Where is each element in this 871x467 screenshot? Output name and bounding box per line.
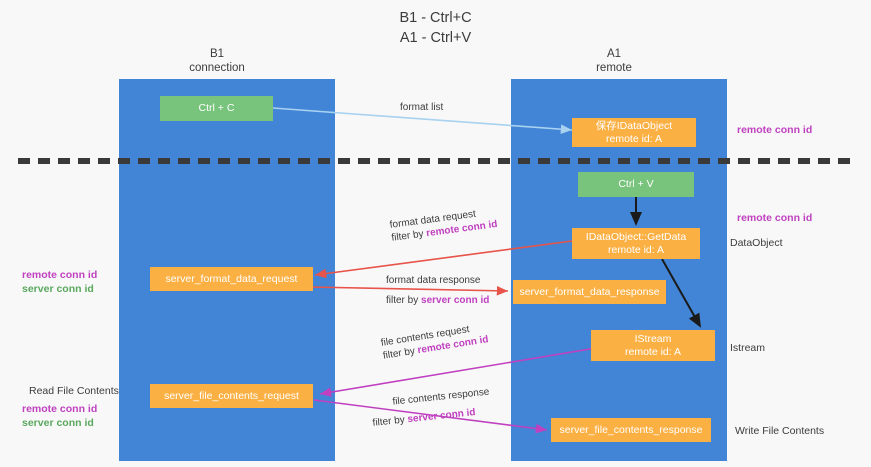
page-title: B1 - Ctrl+C A1 - Ctrl+V	[0, 8, 871, 48]
filter-prefix: filter by	[386, 295, 422, 306]
edge-label-file-contents-response: file contents response filter by server …	[370, 386, 492, 430]
node-save-idataobject[interactable]: 保存IDataObject remote id: A	[572, 118, 696, 147]
edge-label-file-contents-response-filter: filter by server conn id	[372, 404, 492, 429]
node-istream-line1: IStream	[634, 332, 672, 345]
edge-label-format-list: format list	[400, 101, 443, 114]
edge-label-format-data-response-filter: filter by server conn id	[386, 294, 489, 307]
annotation-dataobject: DataObject	[730, 237, 783, 249]
filter-prefix: filter by	[382, 345, 419, 362]
node-server-file-contents-request[interactable]: server_file_contents_request	[150, 384, 313, 408]
column-header-b1-name: B1	[209, 48, 225, 60]
annotation-istream: Istream	[730, 342, 766, 354]
filter-key-server-conn-id: server conn id	[406, 407, 477, 426]
node-idataobject-getdata-line1: IDataObject::GetData	[585, 230, 687, 243]
edge-label-format-data-response: format data response filter by server co…	[386, 274, 489, 307]
node-server-file-contents-request-label: server_file_contents_request	[164, 389, 299, 402]
node-ctrl-v[interactable]: Ctrl + V	[578, 172, 694, 197]
node-idataobject-getdata-line2: remote id: A	[607, 243, 665, 256]
node-idataobject-getdata[interactable]: IDataObject::GetData remote id: A	[572, 228, 700, 259]
title-line-1: B1 - Ctrl+C	[399, 10, 472, 26]
edge-label-format-data-response-text: format data response	[386, 275, 481, 286]
annotation-remote-conn-id-mid: remote conn id	[737, 212, 813, 224]
column-header-b1-sub: connection	[189, 62, 245, 74]
column-header-a1-name: A1	[606, 48, 622, 60]
edge-label-format-list-text: format list	[400, 102, 444, 113]
node-server-format-data-response[interactable]: server_format_data_response	[513, 280, 666, 304]
node-istream[interactable]: IStream remote id: A	[591, 330, 715, 361]
annotation-read-file-contents: Read File Contents	[29, 385, 119, 397]
column-header-a1-sub: remote	[596, 62, 632, 74]
node-server-file-contents-response-label: server_file_contents_response	[559, 423, 703, 436]
title-line-2: A1 - Ctrl+V	[399, 30, 472, 46]
annotation-write-file-contents: Write File Contents	[735, 425, 825, 437]
node-server-file-contents-response[interactable]: server_file_contents_response	[551, 418, 711, 442]
annotation-remote-conn-id-top: remote conn id	[737, 124, 813, 136]
column-header-b1: B1 connection	[137, 47, 297, 75]
column-header-a1: A1 remote	[534, 47, 694, 75]
filter-prefix: filter by	[372, 414, 409, 429]
node-ctrl-c[interactable]: Ctrl + C	[160, 96, 273, 121]
filter-key-server-conn-id: server conn id	[421, 295, 490, 306]
node-istream-line2: remote id: A	[624, 345, 682, 358]
node-server-format-data-request[interactable]: server_format_data_request	[150, 267, 313, 291]
node-ctrl-v-label: Ctrl + V	[618, 178, 654, 190]
edge-label-format-data-request: format data request filter by remote con…	[389, 205, 498, 245]
section-divider	[18, 158, 854, 164]
edge-label-file-contents-request: file contents request filter by remote c…	[380, 320, 489, 362]
node-server-format-data-response-label: server_format_data_response	[519, 285, 660, 298]
node-save-idataobject-line1: 保存IDataObject	[595, 119, 673, 132]
node-save-idataobject-line2: remote id: A	[605, 132, 663, 145]
annotation-left-server-conn-id-mid: server conn id	[22, 283, 94, 295]
annotation-left-server-conn-id-bottom: server conn id	[22, 417, 94, 429]
filter-prefix: filter by	[390, 228, 427, 244]
node-ctrl-c-label: Ctrl + C	[198, 102, 235, 114]
node-server-format-data-request-label: server_format_data_request	[165, 272, 298, 285]
annotation-left-remote-conn-id-mid: remote conn id	[22, 269, 98, 281]
annotation-left-remote-conn-id-bottom: remote conn id	[22, 403, 98, 415]
